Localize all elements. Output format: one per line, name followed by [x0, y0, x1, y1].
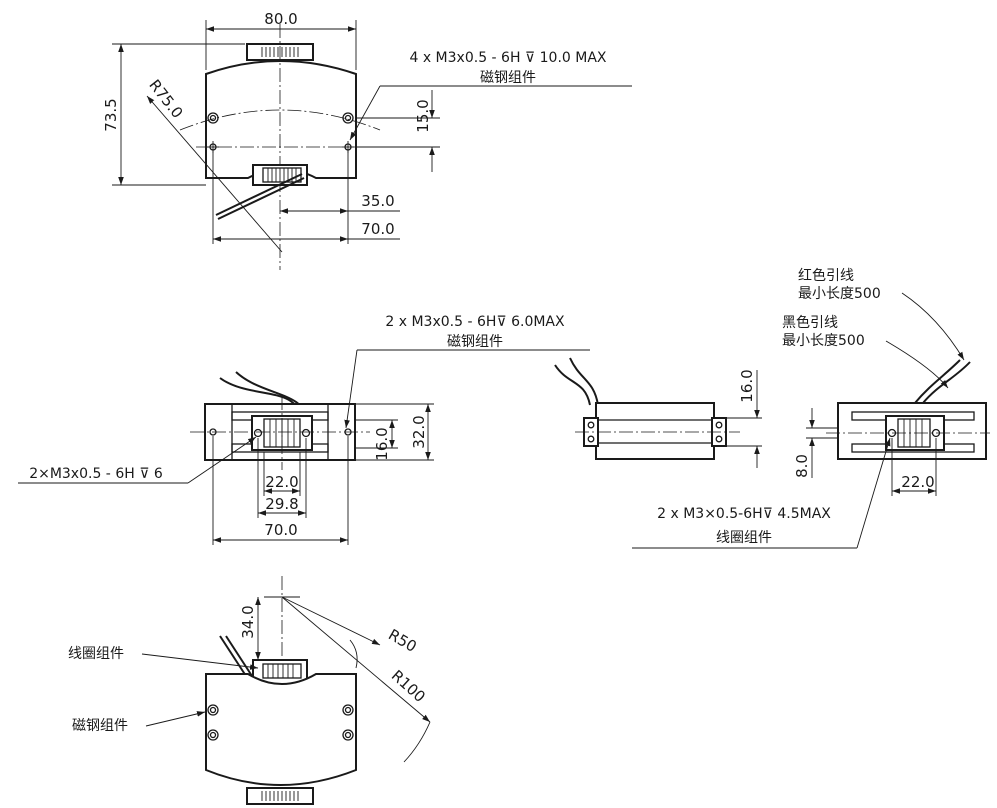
top-view: 80.0 73.5 R75.0 15.0 35.0 70.0 4 x M3x0.…	[102, 10, 632, 270]
black-lead-label-2: 最小长度500	[782, 333, 865, 349]
coil-winding	[262, 663, 302, 679]
dim-35: 35.0	[361, 192, 394, 210]
bottom-bracket-ribs	[261, 791, 299, 801]
thread-note-sub: 磁钢组件	[480, 70, 536, 86]
dim-height: 73.5	[102, 98, 120, 131]
dim-22: 22.0	[901, 473, 934, 491]
tab-screw	[587, 435, 595, 443]
lead-wire	[219, 635, 247, 677]
mounting-hole	[342, 729, 354, 741]
tab-screw	[715, 421, 723, 429]
coil-winding-lines	[267, 664, 294, 678]
coil-screw	[301, 428, 311, 438]
top-bracket-ribs	[261, 47, 299, 57]
dim-radius: R75.0	[145, 76, 186, 122]
thread-note-sub: 线圈组件	[716, 530, 772, 546]
pitch-arc	[179, 109, 381, 131]
dim-16: 16.0	[738, 369, 756, 402]
dim-22: 22.0	[265, 473, 298, 491]
bottom-bracket	[246, 787, 314, 805]
dim-29: 29.8	[265, 495, 298, 513]
side-view: 16.0	[554, 357, 762, 468]
lead-wire	[225, 635, 253, 677]
lead-wire	[217, 177, 305, 220]
r50-arc	[349, 639, 358, 669]
lead-wire	[922, 361, 971, 404]
tab-screw	[587, 421, 595, 429]
dim-8: 8.0	[793, 454, 811, 478]
dim-r100: R100	[388, 667, 429, 707]
lead-wire	[215, 173, 303, 216]
mounting-hole	[207, 112, 219, 124]
dim-hole-height: 15.0	[414, 99, 432, 132]
thread-note: 2 x M3x0.5 - 6H⊽ 6.0MAX	[385, 314, 565, 330]
lead-wire	[914, 359, 961, 404]
lead-wire	[554, 364, 591, 406]
coil-label: 线圈组件	[68, 646, 124, 662]
dim-r50: R50	[385, 625, 420, 655]
dim-32: 32.0	[410, 415, 428, 448]
tab-screw	[715, 435, 723, 443]
mounting-hole	[342, 704, 354, 716]
magnet-label: 磁钢组件	[72, 718, 128, 734]
iso-magnet-plate	[205, 673, 357, 786]
mounting-hole	[207, 704, 219, 716]
thread-note-sub: 磁钢组件	[447, 334, 503, 350]
red-lead-label-1: 红色引线	[798, 267, 854, 284]
front-view: 22.0 29.8 70.0 32.0 16.0 2 x M3x0.5 - 6H…	[18, 314, 590, 545]
right-view: 红色引线 最小长度500 黑色引线 最小长度500 8.0 22.0 2 x M…	[632, 267, 990, 549]
thread-note: 2 x M3×0.5-6H⊽ 4.5MAX	[657, 506, 831, 522]
dim-34: 34.0	[239, 605, 257, 638]
dim-16: 16.0	[373, 427, 391, 460]
side-body	[595, 402, 715, 460]
thread-note: 4 x M3x0.5 - 6H ⊽ 10.0 MAX	[409, 50, 606, 66]
red-lead-label-2: 最小长度500	[798, 286, 881, 302]
dim-70: 70.0	[361, 220, 394, 238]
black-lead-label-1: 黑色引线	[782, 314, 838, 331]
coil-screw	[253, 428, 263, 438]
magnet-plate	[205, 60, 357, 179]
lead-wire	[569, 357, 599, 406]
mounting-hole	[342, 112, 354, 124]
left-thread-note: 2×M3x0.5 - 6H ⊽ 6	[29, 466, 163, 482]
iso-view: 34.0 R50 R100	[68, 576, 431, 805]
dim-width: 80.0	[264, 10, 297, 28]
dim-70: 70.0	[264, 521, 297, 539]
r100-arc	[403, 721, 431, 763]
mounting-hole	[207, 729, 219, 741]
